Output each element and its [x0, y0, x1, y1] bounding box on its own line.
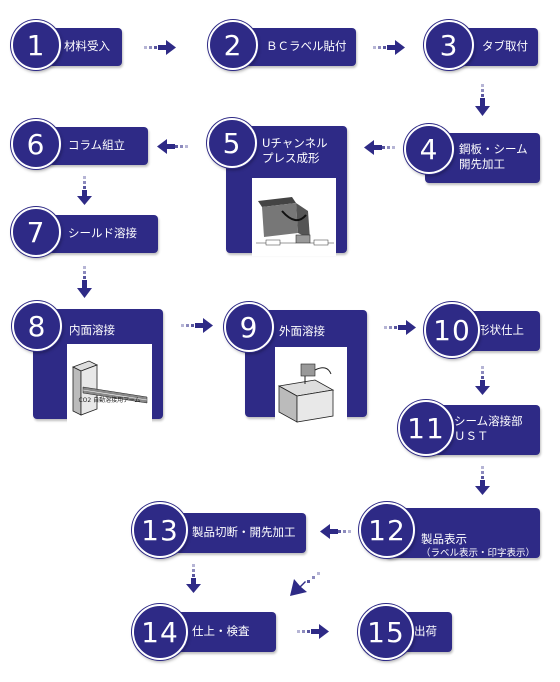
step-8-number: 8	[12, 301, 62, 351]
arrow-5-to-6	[157, 139, 188, 154]
step-6-number: 6	[11, 119, 61, 169]
step-12-number: 12	[359, 502, 415, 558]
step-10-number: 10	[424, 302, 480, 358]
arrow-8-to-9	[181, 318, 213, 333]
step-12-label-wrap: 製品表示 （ラベル表示・印字表示）	[421, 517, 535, 575]
step-13-number: 13	[132, 502, 188, 558]
arrow-14-to-15	[297, 624, 329, 639]
arrow-4-to-5	[364, 140, 395, 155]
step-8-illustration: CO2 自動溶接用アーム	[67, 344, 152, 425]
step-8-box: 内面溶接 CO2 自動溶接用アーム	[33, 309, 163, 425]
step-15-number: 15	[358, 604, 414, 660]
arrow-10-to-11	[475, 366, 490, 395]
step-14-label: 仕上・検査	[192, 624, 250, 638]
arrow-7-to-8	[77, 266, 92, 298]
arrow-13-to-14	[186, 564, 201, 593]
step-5-number: 5	[207, 118, 257, 168]
step-3-number: 3	[424, 20, 474, 70]
step-11-label: シーム溶接部 ＵＳＴ	[454, 414, 523, 443]
u-channel-press-icon	[252, 193, 336, 256]
step-10-label: 形状仕上	[478, 323, 524, 337]
step-9-box: 外面溶接	[245, 310, 367, 425]
step-13-label: 製品切断・開先加工	[192, 525, 296, 539]
arrow-3-to-4	[475, 84, 490, 116]
step-9-label: 外面溶接	[279, 324, 325, 338]
step-2-label: ＢＣラベル貼付	[266, 39, 347, 53]
step-1-number: 1	[11, 20, 61, 70]
arrow-6-to-7	[77, 176, 92, 205]
step-9-illustration	[275, 347, 347, 425]
step-7-number: 7	[11, 207, 61, 257]
arrow-9-to-10	[384, 320, 416, 335]
step-12-sub-label: （ラベル表示・印字表示）	[421, 548, 536, 559]
step-14-number: 14	[132, 604, 188, 660]
step-5-label: Uチャンネル プレス成形	[262, 136, 328, 165]
step-8-caption: CO2 自動溶接用アーム	[78, 397, 141, 404]
external-weld-icon	[275, 362, 347, 425]
step-4-number: 4	[404, 124, 454, 174]
step-4-label: 鋼板・シーム 開先加工	[459, 142, 528, 171]
arrow-11-to-12	[475, 466, 490, 495]
arrow-12-to-14	[290, 572, 320, 596]
arrow-2-to-3	[373, 40, 405, 55]
step-12-label: 製品表示	[421, 532, 467, 546]
step-11-number: 11	[398, 400, 454, 456]
arrow-12-to-13	[320, 524, 351, 539]
step-1-label: 材料受入	[64, 39, 110, 53]
step-8-label: 内面溶接	[69, 323, 115, 337]
step-7-label: シールド溶接	[68, 226, 137, 240]
arrow-1-to-2	[144, 40, 176, 55]
step-2-number: 2	[208, 20, 258, 70]
step-6-label: コラム組立	[68, 138, 126, 152]
internal-weld-icon	[67, 359, 152, 425]
step-3-label: タブ取付	[482, 39, 528, 53]
step-5-illustration	[252, 178, 336, 256]
step-15-label: 出荷	[414, 624, 437, 638]
step-9-number: 9	[224, 302, 274, 352]
